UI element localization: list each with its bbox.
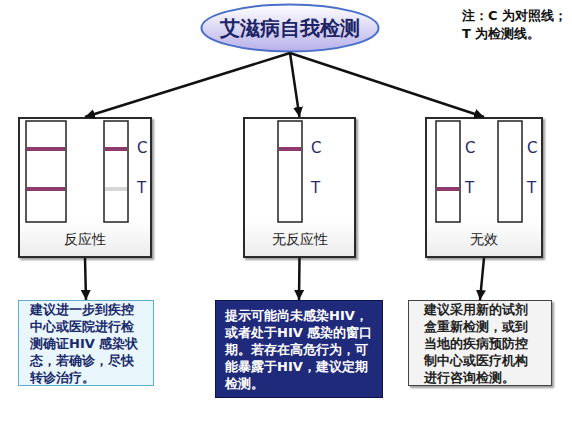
test-line-label: T bbox=[527, 179, 536, 197]
advice-box: 建议采用新的试剂盒重新检测，或到当地的疾病预防控制中心或医疗机构进行咨询检测。 bbox=[408, 300, 552, 386]
advice-text: 提示可能尚未感染HIV，或者处于HIV 感染的窗口期。若存在高危行为，可能暴露于… bbox=[225, 307, 373, 392]
strip-body bbox=[436, 121, 460, 222]
result-box: 无反应性 bbox=[243, 117, 356, 258]
connector-arrow bbox=[85, 53, 290, 117]
result-label: 无效 bbox=[427, 231, 541, 249]
connector-arrow bbox=[85, 258, 86, 300]
note-text: 注：C 为对照线；T 为检测线。 bbox=[462, 7, 568, 43]
title-text: 艾滋病自我检测 bbox=[200, 3, 380, 53]
test-strip bbox=[26, 121, 66, 222]
test-strip bbox=[498, 121, 522, 222]
connector-arrow bbox=[298, 258, 301, 300]
result-label: 无反应性 bbox=[245, 231, 354, 249]
advice-box: 提示可能尚未感染HIV，或者处于HIV 感染的窗口期。若存在高危行为，可能暴露于… bbox=[215, 300, 383, 398]
advice-text: 建议进一步到疾控中心或医院进行检测确证HIV 感染状态，若确诊，尽快转诊治疗。 bbox=[30, 301, 142, 386]
advice-box: 建议进一步到疾控中心或医院进行检测确证HIV 感染状态，若确诊，尽快转诊治疗。 bbox=[18, 300, 154, 386]
strip-body bbox=[26, 121, 66, 222]
result-box: 反应性 bbox=[18, 117, 152, 258]
test-strip bbox=[278, 121, 302, 222]
test-strip bbox=[436, 121, 460, 222]
test-band bbox=[27, 187, 65, 191]
strip-body bbox=[104, 121, 128, 222]
control-line-label: C bbox=[137, 139, 147, 157]
control-band bbox=[105, 147, 127, 151]
title-ellipse: 艾滋病自我检测 bbox=[200, 3, 380, 53]
test-line-label: T bbox=[465, 179, 474, 197]
test-band bbox=[437, 187, 459, 191]
connector-arrow bbox=[290, 53, 300, 117]
control-line-label: C bbox=[311, 139, 321, 157]
test-strip bbox=[104, 121, 128, 222]
strip-body bbox=[498, 121, 522, 222]
result-label: 反应性 bbox=[20, 231, 150, 249]
test-line-label: T bbox=[311, 179, 320, 197]
test-line-label: T bbox=[137, 179, 146, 197]
advice-text: 建议采用新的试剂盒重新检测，或到当地的疾病预防控制中心或医疗机构进行咨询检测。 bbox=[424, 301, 536, 386]
strip-body bbox=[278, 121, 302, 222]
control-band bbox=[279, 147, 301, 151]
result-box: 无效 bbox=[425, 117, 543, 258]
connector-arrow bbox=[290, 53, 484, 117]
connector-arrow bbox=[480, 258, 484, 300]
control-band bbox=[27, 147, 65, 151]
test-band bbox=[105, 187, 127, 191]
control-line-label: C bbox=[527, 139, 537, 157]
control-line-label: C bbox=[465, 139, 475, 157]
